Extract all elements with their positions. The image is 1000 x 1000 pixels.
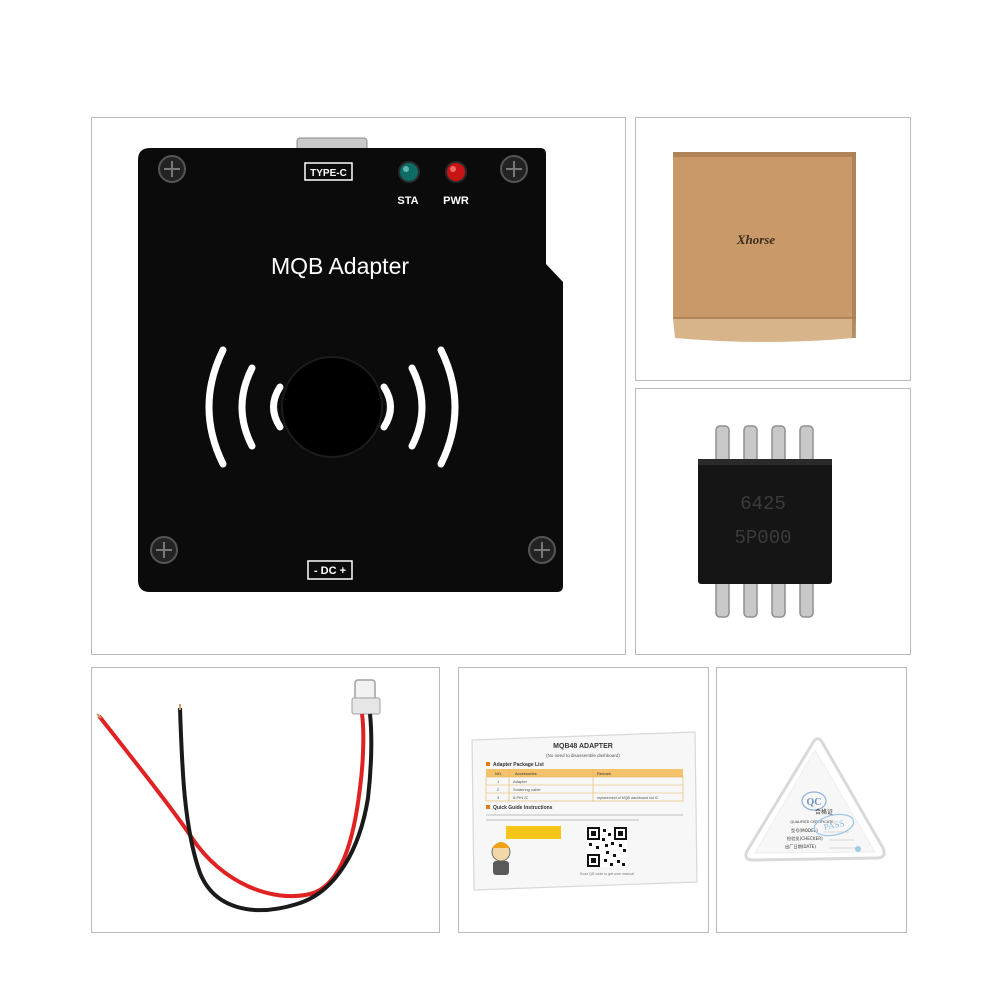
guide-text-lines	[486, 814, 683, 821]
qr-code-icon	[587, 827, 627, 867]
pwr-led	[445, 161, 467, 183]
table-header-no: NO.	[495, 771, 502, 776]
adapter-panel: TYPE-C STA PWR MQB Adapter - DC +	[91, 117, 626, 655]
table-header-accessories: Accessories	[515, 771, 537, 776]
user-manual-illustration: MQB48 ADAPTER (No need to disassemble da…	[471, 731, 698, 891]
chip-body	[698, 459, 832, 584]
signal-waves-right-icon	[380, 346, 459, 468]
qc-badge	[801, 791, 827, 811]
screw-icon	[528, 536, 556, 564]
cert-ink-dot	[855, 846, 861, 852]
box-face	[673, 152, 856, 318]
quick-guide-heading: Quick Guide Instructions	[493, 805, 553, 811]
note-badge	[506, 826, 561, 839]
user-manual-panel: MQB48 ADAPTER (No need to disassemble da…	[458, 667, 709, 933]
table-cell: 8-PIN IC	[513, 795, 528, 800]
cable-connector-housing	[351, 697, 381, 715]
table-cell: 2	[497, 787, 500, 792]
chip-marking-line1: 6425	[740, 493, 786, 515]
cable-connector	[354, 679, 376, 701]
type-c-label: TYPE-C	[310, 168, 347, 179]
box-lid-edge	[673, 152, 856, 157]
section-bullet-icon	[486, 805, 490, 809]
box-bottom-flap	[673, 318, 856, 342]
type-c-label-box	[304, 162, 353, 181]
sta-led-glint	[403, 166, 409, 172]
box-side-edge	[852, 152, 856, 338]
pass-stamp-text: PASS	[823, 818, 845, 832]
table-cell: Soldering cable	[513, 787, 541, 792]
adapter-illustration: TYPE-C STA PWR MQB Adapter - DC +	[138, 137, 563, 592]
nfc-coil-hole	[281, 356, 383, 458]
cert-chinese-title: 合格证	[815, 808, 833, 816]
wire-tip-red	[96, 713, 102, 719]
xhorse-brand-logo: Xhorse	[736, 232, 776, 247]
qc-certificate-illustration: QC 合格证 QUALIFIED CERTIFICATE 型号(MODEL) 检…	[744, 737, 886, 862]
sta-led	[398, 161, 420, 183]
screw-icon	[500, 155, 528, 183]
table-cell: 1	[497, 779, 500, 784]
chip-top-pins	[715, 425, 814, 463]
table-cell: Adapter	[513, 779, 528, 784]
mascot-illustration-icon	[491, 842, 511, 875]
dc-label-box	[307, 560, 353, 580]
qc-label: QC	[807, 797, 822, 808]
qc-certificate-panel: QC 合格证 QUALIFIED CERTIFICATE 型号(MODEL) 检…	[716, 667, 907, 933]
chip-bottom-pins	[715, 580, 814, 618]
screw-icon	[158, 155, 186, 183]
manual-subtitle: (No need to disassemble dashboard)	[546, 753, 620, 758]
cert-caption: QUALIFIED CERTIFICATE	[790, 820, 834, 824]
soldering-cable-panel	[91, 667, 440, 933]
soldering-cable-illustration	[96, 679, 381, 912]
section-bullet-icon	[486, 762, 490, 766]
pwr-label: PWR	[443, 195, 469, 207]
ic-chip-illustration: 6425 5P000	[698, 425, 832, 618]
certificate-inner	[754, 749, 876, 854]
ic-chip-panel: 6425 5P000	[635, 388, 911, 655]
chip-marking-line2: 5P000	[734, 527, 791, 549]
package-box-panel: Xhorse	[635, 117, 911, 381]
dc-label: - DC +	[314, 565, 346, 577]
table-header-remark: Remark	[597, 771, 611, 776]
table-grid	[485, 769, 684, 802]
sta-label: STA	[397, 195, 418, 207]
screw-icon	[150, 536, 178, 564]
cert-row-checker: 检验员(CHECKER)	[787, 835, 823, 842]
chip-body-highlight	[698, 459, 832, 465]
package-list-heading: Adapter Package List	[493, 762, 544, 768]
black-wire	[178, 707, 374, 912]
table-header-row	[486, 769, 683, 777]
manual-title: MQB48 ADAPTER	[553, 743, 613, 750]
red-wire	[97, 713, 366, 899]
signal-waves-left-icon	[205, 346, 284, 468]
scan-caption: Scan QR code to get user manual	[580, 872, 634, 876]
table-cell: replacement of MQB dashboard old IC	[597, 796, 659, 800]
adapter-title: MQB Adapter	[271, 253, 409, 279]
cert-row-model: 型号(MODEL)	[791, 827, 818, 834]
pass-stamp	[813, 813, 855, 837]
pwr-led-glint	[450, 166, 456, 172]
table-cell: 3	[497, 795, 500, 800]
cert-row-date: 出厂日期(DATE)	[785, 843, 816, 850]
package-box-illustration: Xhorse	[673, 152, 856, 342]
